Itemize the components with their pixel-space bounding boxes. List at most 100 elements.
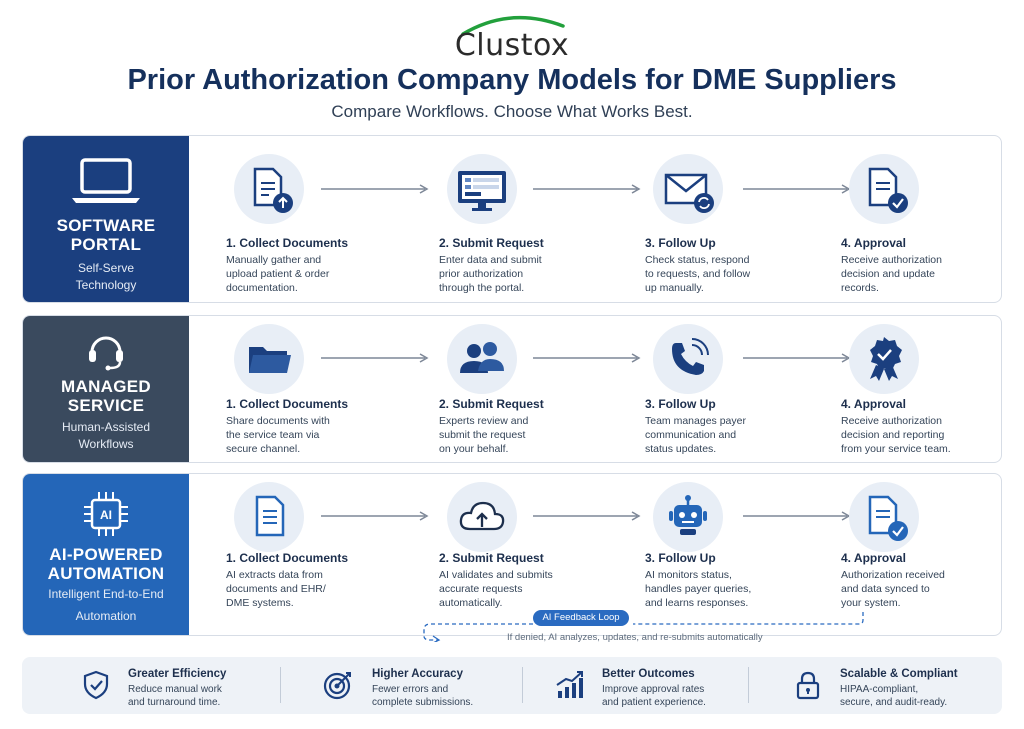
model-name-line1: AI-POWERED xyxy=(49,545,163,564)
step-submit-request: 2. Submit Request Experts review and sub… xyxy=(439,316,629,462)
benefit-title: Higher Accuracy xyxy=(372,668,463,680)
target-icon xyxy=(323,672,351,700)
feedback-loop-arrow xyxy=(423,612,864,642)
svg-text:AI: AI xyxy=(100,508,112,522)
step-desc-line: Enter data and submit xyxy=(439,254,542,266)
step-desc-line: and data synced to xyxy=(841,583,930,595)
step-title: 2. Submit Request xyxy=(439,397,544,411)
benefit-desc-line: complete submissions. xyxy=(372,697,474,708)
model-name-line1: MANAGED xyxy=(61,377,151,396)
lock-icon xyxy=(796,671,820,700)
benefit-desc-line: HIPAA-compliant, xyxy=(840,684,919,695)
arrow-right-icon xyxy=(533,353,641,363)
arrow-right-icon xyxy=(533,184,641,194)
growth-chart-icon xyxy=(556,671,583,698)
step-desc-line: submit the request xyxy=(439,429,526,441)
model-panel: AI AI-POWERED AUTOMATION Intelligent End… xyxy=(23,474,189,635)
step-description: Team manages payer communication and sta… xyxy=(645,414,835,456)
benefit-desc-line: and patient experience. xyxy=(602,697,706,708)
step-title: 4. Approval xyxy=(841,236,906,250)
arrow-right-icon xyxy=(743,353,851,363)
step-description: AI validates and submits accurate reques… xyxy=(439,568,629,610)
model-panel: SOFTWARE PORTAL Self-Serve Technology xyxy=(23,136,189,302)
arrow-right-icon xyxy=(321,353,429,363)
step-desc-line: decision and reporting xyxy=(841,429,945,441)
benefit-accuracy: Higher Accuracy Fewer errors and complet… xyxy=(322,657,522,714)
model-desc-line2: Technology xyxy=(75,278,137,292)
step-title: 4. Approval xyxy=(841,397,906,411)
logo-text: Clustox xyxy=(454,28,570,63)
step-desc-line: your system. xyxy=(841,597,901,609)
step-desc-line: Manually gather and xyxy=(226,254,322,266)
cloud-upload-icon xyxy=(447,482,517,552)
step-follow-up: 3. Follow Up Team manages payer communic… xyxy=(645,316,835,462)
model-row-ai-automation: AI AI-POWERED AUTOMATION Intelligent End… xyxy=(22,473,1002,636)
headset-icon xyxy=(23,328,189,372)
clustox-logo: Clustox xyxy=(0,8,1024,64)
step-desc-line: AI validates and submits xyxy=(439,569,553,581)
step-desc-line: through the portal. xyxy=(439,282,525,294)
model-name-line1: SOFTWARE xyxy=(56,216,156,235)
step-desc-line: Check status, respond xyxy=(645,254,750,266)
model-desc-line1: Intelligent End-to-End xyxy=(48,587,164,601)
document-upload-icon xyxy=(234,154,304,224)
step-description: AI extracts data from documents and EHR/… xyxy=(226,568,416,610)
step-description: Authorization received and data synced t… xyxy=(841,568,1001,610)
divider xyxy=(522,667,523,703)
model-row-managed-service: MANAGED SERVICE Human-Assisted Workflows… xyxy=(22,315,1002,463)
step-title: 3. Follow Up xyxy=(645,236,716,250)
document-check-icon xyxy=(849,482,919,552)
step-title: 2. Submit Request xyxy=(439,236,544,250)
feedback-loop-badge: AI Feedback Loop xyxy=(533,610,629,626)
step-desc-line: Receive authorization xyxy=(841,415,942,427)
benefit-desc-line: and turnaround time. xyxy=(128,697,221,708)
badge-check-icon xyxy=(849,324,919,394)
step-description: Receive authorization decision and repor… xyxy=(841,414,1001,456)
step-desc-line: automatically. xyxy=(439,597,503,609)
people-icon xyxy=(447,324,517,394)
shield-check-icon xyxy=(83,670,109,700)
benefit-desc-line: Improve approval rates xyxy=(602,684,705,695)
step-desc-line: up manually. xyxy=(645,282,704,294)
step-title: 4. Approval xyxy=(841,551,906,565)
step-desc-line: Receive authorization xyxy=(841,254,942,266)
model-panel: MANAGED SERVICE Human-Assisted Workflows xyxy=(23,316,189,462)
divider xyxy=(280,667,281,703)
arrow-right-icon xyxy=(533,511,641,521)
benefit-description: Improve approval rates and patient exper… xyxy=(602,683,742,709)
envelope-refresh-icon xyxy=(653,154,723,224)
step-description: Enter data and submit prior authorizatio… xyxy=(439,253,629,295)
step-desc-line: prior authorization xyxy=(439,268,524,280)
laptop-icon xyxy=(23,156,189,206)
benefit-desc-line: Reduce manual work xyxy=(128,684,222,695)
step-follow-up: 3. Follow Up AI monitors status, handles… xyxy=(645,474,835,635)
step-title: 1. Collect Documents xyxy=(226,551,349,565)
step-desc-line: AI extracts data from xyxy=(226,569,323,581)
phone-icon xyxy=(653,324,723,394)
step-desc-line: documents and EHR/ xyxy=(226,583,326,595)
benefit-outcomes: Better Outcomes Improve approval rates a… xyxy=(554,657,754,714)
step-description: Check status, respond to requests, and f… xyxy=(645,253,835,295)
step-description: Receive authorization decision and updat… xyxy=(841,253,1001,295)
model-row-software-portal: SOFTWARE PORTAL Self-Serve Technology 1.… xyxy=(22,135,1002,303)
benefit-desc-line: Fewer errors and xyxy=(372,684,449,695)
step-submit-request: 2. Submit Request Enter data and submit … xyxy=(439,136,629,302)
step-desc-line: on your behalf. xyxy=(439,443,509,455)
step-desc-line: Authorization received xyxy=(841,569,945,581)
model-desc-line1: Human-Assisted xyxy=(61,420,151,434)
step-approval: 4. Approval Authorization received and d… xyxy=(841,474,1001,635)
arrow-right-icon xyxy=(321,184,429,194)
step-submit-request: 2. Submit Request AI validates and submi… xyxy=(439,474,629,635)
step-title: 1. Collect Documents xyxy=(226,236,349,250)
step-desc-line: records. xyxy=(841,282,879,294)
step-desc-line: decision and update xyxy=(841,268,935,280)
step-desc-line: AI monitors status, xyxy=(645,569,732,581)
step-title: 3. Follow Up xyxy=(645,397,716,411)
step-desc-line: Share documents with xyxy=(226,415,330,427)
step-description: Manually gather and upload patient & ord… xyxy=(226,253,416,295)
benefit-title: Better Outcomes xyxy=(602,668,695,680)
step-desc-line: and learns responses. xyxy=(645,597,749,609)
step-desc-line: secure channel. xyxy=(226,443,301,455)
model-desc-line2: Workflows xyxy=(78,437,134,451)
model-name-line2: PORTAL xyxy=(70,235,142,254)
